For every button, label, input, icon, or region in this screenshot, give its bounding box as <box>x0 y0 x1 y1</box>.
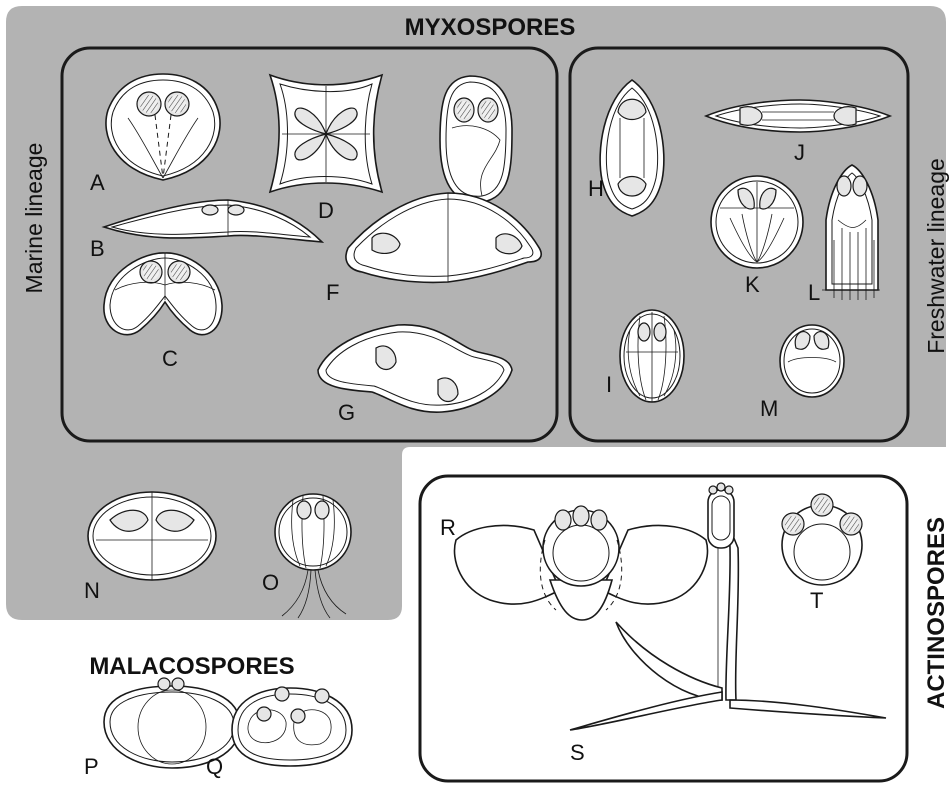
label-t: T <box>810 588 823 613</box>
label-j: J <box>794 140 805 165</box>
spore-n <box>88 492 216 580</box>
spore-i <box>620 310 684 402</box>
label-f: F <box>326 280 339 305</box>
label-s: S <box>570 740 585 765</box>
label-p: P <box>84 754 99 779</box>
label-g: G <box>338 400 355 425</box>
freshwater-lineage-label: Freshwater lineage <box>923 158 949 354</box>
actinospores-title: ACTINOSPORES <box>923 517 950 709</box>
myxospores-title: MYXOSPORES <box>405 14 576 41</box>
label-q: Q <box>206 754 223 779</box>
label-a: A <box>90 170 105 195</box>
label-i: I <box>606 372 612 397</box>
label-c: C <box>162 346 178 371</box>
label-m: M <box>760 396 778 421</box>
label-l: L <box>808 280 820 305</box>
label-n: N <box>84 578 100 603</box>
marine-lineage-label: Marine lineage <box>21 143 47 294</box>
label-h: H <box>588 176 604 201</box>
label-o: O <box>262 570 279 595</box>
spore-m <box>780 325 844 397</box>
label-d: D <box>318 198 334 223</box>
spore-q <box>232 687 352 766</box>
malacospores-title: MALACOSPORES <box>89 653 294 680</box>
label-k: K <box>745 272 760 297</box>
label-r: R <box>440 515 456 540</box>
spore-d <box>270 75 382 192</box>
spore-k <box>711 176 803 268</box>
label-b: B <box>90 236 105 261</box>
spore-e <box>440 76 512 202</box>
